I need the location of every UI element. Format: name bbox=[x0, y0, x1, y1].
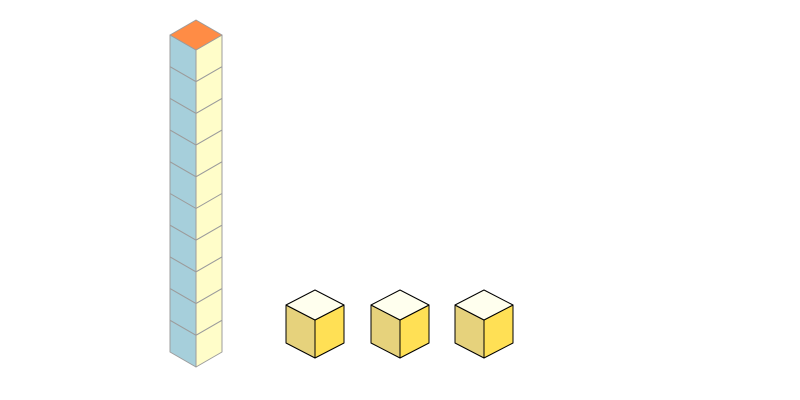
rod-top-face bbox=[169, 19, 223, 51]
rod-cube bbox=[169, 319, 223, 368]
unit-cube bbox=[370, 289, 430, 359]
unit-cube-top-face bbox=[370, 289, 430, 321]
unit-cube-top-face bbox=[285, 289, 345, 321]
unit-cube-top-face bbox=[454, 289, 514, 321]
unit-cube bbox=[285, 289, 345, 359]
rod-cube-right-face bbox=[195, 319, 223, 368]
unit-cube bbox=[454, 289, 514, 359]
ten-rod bbox=[169, 19, 223, 368]
unit-cubes bbox=[285, 289, 514, 359]
